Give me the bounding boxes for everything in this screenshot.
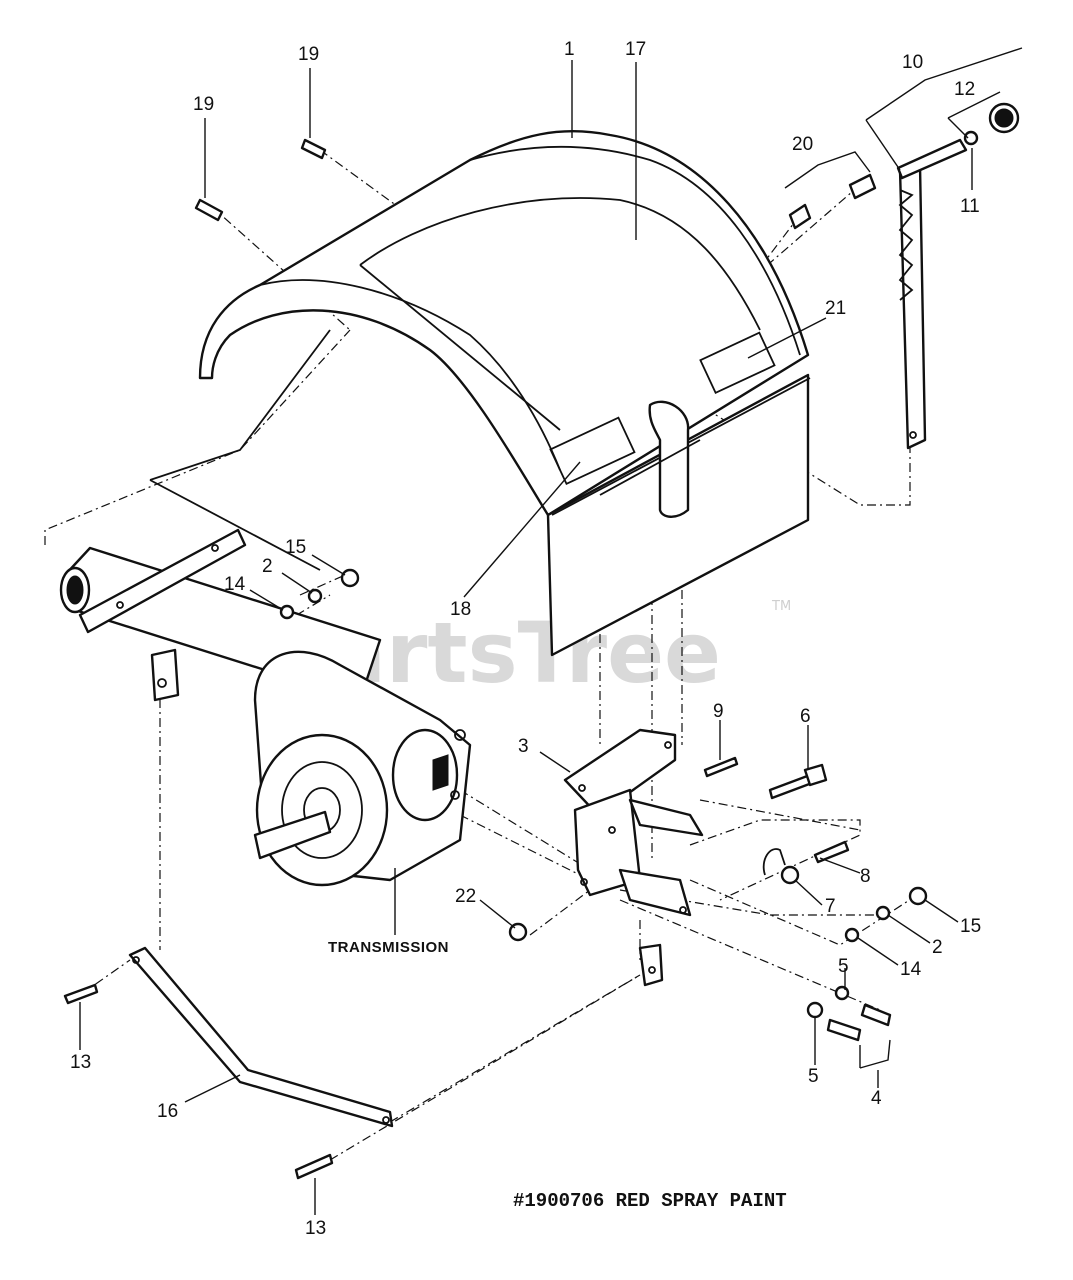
callout-15a[interactable]: 15 — [285, 537, 306, 558]
callout-2b[interactable]: 2 — [932, 937, 943, 958]
callout-6[interactable]: 6 — [800, 706, 811, 727]
callout-16[interactable]: 16 — [157, 1101, 178, 1122]
callout-10[interactable]: 10 — [902, 52, 923, 73]
callout-21[interactable]: 21 — [825, 298, 846, 319]
callout-3[interactable]: 3 — [518, 736, 529, 757]
hardware-upper[interactable] — [703, 756, 850, 885]
callout-14b[interactable]: 14 — [900, 959, 922, 980]
leader-lines — [79, 47, 1023, 1215]
callout-4[interactable]: 4 — [871, 1088, 882, 1109]
callout-19b[interactable]: 19 — [193, 94, 214, 115]
label-transmission: TRANSMISSION — [328, 939, 449, 956]
callout-11[interactable]: 11 — [960, 196, 980, 217]
transmission[interactable] — [253, 650, 472, 887]
hitch-bracket[interactable] — [563, 728, 704, 917]
washer-2b — [875, 905, 891, 921]
spacer-14a — [279, 604, 295, 620]
callout-17[interactable]: 17 — [625, 39, 646, 60]
callout-2a[interactable]: 2 — [262, 556, 273, 577]
callout-14a[interactable]: 14 — [224, 574, 246, 595]
nut-15a — [340, 568, 360, 588]
deflector-flap[interactable] — [546, 373, 811, 657]
callout-18[interactable]: 18 — [450, 599, 471, 620]
callout-5a[interactable]: 5 — [838, 956, 849, 977]
paint-note: #1900706 RED SPRAY PAINT — [513, 1190, 787, 1212]
callout-7[interactable]: 7 — [825, 896, 836, 917]
callout-13a[interactable]: 13 — [70, 1052, 91, 1073]
washer-5a — [834, 985, 850, 1001]
callout-19a[interactable]: 19 — [298, 44, 319, 65]
washer-5b — [806, 1001, 824, 1019]
callout-1[interactable]: 1 — [564, 39, 575, 60]
depth-stake[interactable] — [896, 102, 1020, 450]
callout-9[interactable]: 9 — [713, 701, 724, 722]
callout-8[interactable]: 8 — [860, 866, 871, 887]
callouts: 1 17 19 19 20 10 12 11 21 15 2 14 18 3 9… — [70, 39, 981, 1239]
callout-12[interactable]: 12 — [954, 79, 975, 100]
callout-13b[interactable]: 13 — [305, 1218, 326, 1239]
spacer-14b — [844, 927, 860, 943]
watermark-trademark: TM — [771, 599, 791, 614]
callout-20[interactable]: 20 — [792, 134, 813, 155]
callout-22[interactable]: 22 — [455, 886, 476, 907]
callout-5b[interactable]: 5 — [808, 1066, 819, 1087]
nut-15b — [908, 886, 928, 906]
callout-15b[interactable]: 15 — [960, 916, 981, 937]
tie-bar[interactable] — [128, 943, 664, 1128]
